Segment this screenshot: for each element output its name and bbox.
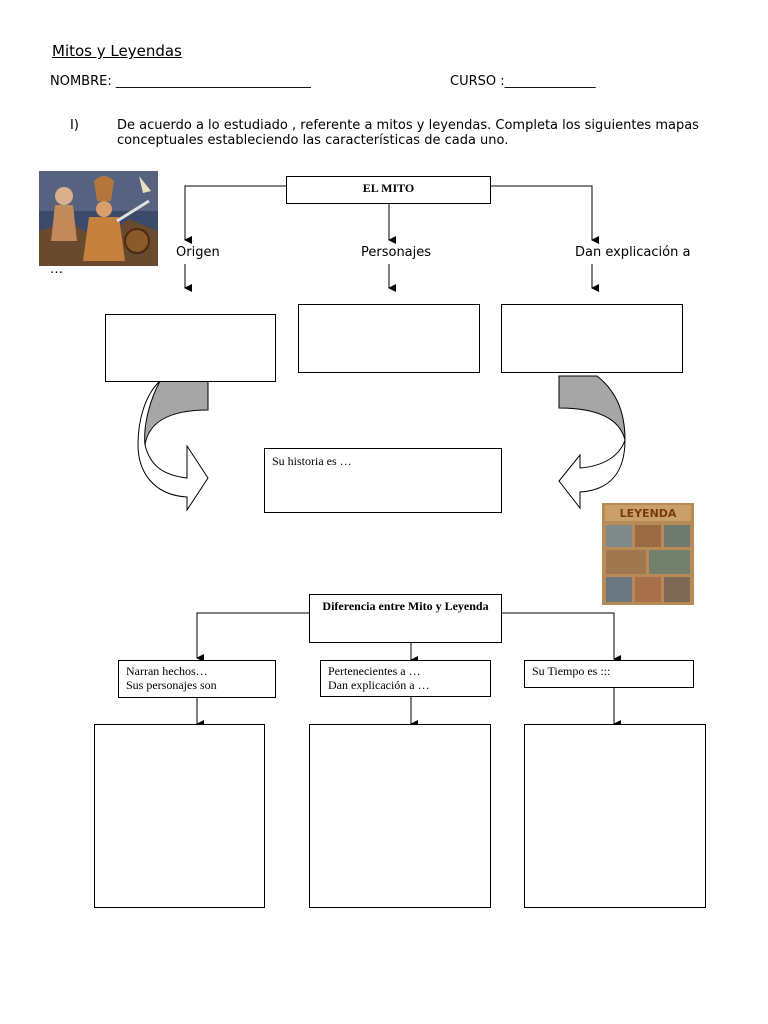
page-title: Mitos y Leyendas	[52, 42, 182, 60]
mito-leyenda-answer-box-3[interactable]	[524, 724, 706, 908]
narran-hechos-line2: Sus personajes son	[126, 678, 217, 692]
diferencia-root-box: Diferencia entre Mito y Leyenda	[309, 594, 502, 643]
comic-page-image: LEYENDA	[602, 503, 694, 605]
fantasy-warriors-image	[39, 171, 158, 266]
mito-root-box: EL MITO	[286, 176, 491, 204]
historia-box[interactable]: Su historia es …	[264, 448, 502, 513]
mito-leyenda-answer-box-2[interactable]	[309, 724, 491, 908]
origen-answer-box[interactable]	[105, 314, 276, 382]
pertenecientes-line2: Dan explicación a …	[328, 678, 430, 692]
svg-text:LEYENDA: LEYENDA	[620, 507, 677, 520]
pertenecientes-box: Pertenecientes a … Dan explicación a …	[320, 660, 491, 697]
pertenecientes-line1: Pertenecientes a …	[328, 664, 421, 678]
branch-label-origen: Origen	[176, 245, 220, 260]
branch-label-personajes: Personajes	[361, 245, 432, 260]
instruction-number: I)	[70, 118, 79, 133]
narran-hechos-line1: Narran hechos…	[126, 664, 208, 678]
course-field[interactable]: CURSO :______________	[450, 74, 596, 89]
explicacion-answer-box[interactable]	[501, 304, 683, 373]
name-field[interactable]: NOMBRE: ______________________________	[50, 74, 311, 89]
branch-label-explicacion: Dan explicación a	[575, 245, 691, 260]
mito-root-label: EL MITO	[362, 181, 415, 195]
left-curved-arrow	[137, 380, 209, 512]
mito-leyenda-answer-box-1[interactable]	[94, 724, 265, 908]
personajes-answer-box[interactable]	[298, 304, 480, 373]
right-curved-arrow	[558, 375, 626, 510]
tiempo-box: Su Tiempo es :::	[524, 660, 694, 688]
tiempo-line1: Su Tiempo es :::	[532, 664, 611, 678]
instruction-text: De acuerdo a lo estudiado , referente a …	[117, 118, 699, 148]
narran-hechos-box: Narran hechos… Sus personajes son	[118, 660, 276, 698]
diferencia-root-label: Diferencia entre Mito y Leyenda	[322, 599, 489, 613]
historia-label: Su historia es …	[272, 454, 352, 468]
